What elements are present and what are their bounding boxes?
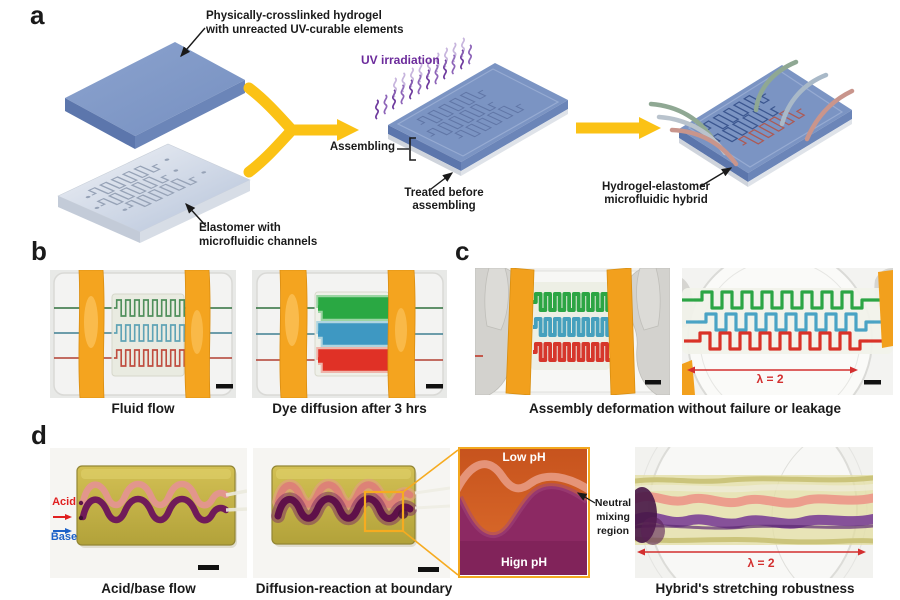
process-arrow-icon xyxy=(576,117,661,139)
panel-a-schematic xyxy=(57,27,855,243)
photo-stretch-robustness xyxy=(635,447,873,578)
uv-irradiation-label: UV irradiation xyxy=(361,53,440,67)
scale-bar xyxy=(864,380,881,385)
tape-strips xyxy=(78,270,211,398)
base-label: Base xyxy=(50,531,78,543)
inset-ph-boundary xyxy=(458,447,590,578)
assembling-label: Assembling xyxy=(329,141,395,153)
panel-d-label: d xyxy=(31,420,47,450)
zoom-box xyxy=(363,490,405,533)
stretch-arrow-icon xyxy=(637,548,866,556)
neutral-region-line2: mixing xyxy=(596,511,630,523)
stretched-hybrid-layers xyxy=(635,475,873,545)
scale-bar xyxy=(426,384,443,389)
outlet-tubes xyxy=(225,489,247,512)
caption-fluid-flow: Fluid flow xyxy=(111,401,175,416)
panel-a-label: a xyxy=(30,0,45,30)
acid-base-channels xyxy=(79,480,230,524)
photo-diffusion-reaction xyxy=(253,448,450,578)
assembled-slab xyxy=(388,63,568,176)
diffused-acid-base-channels xyxy=(271,478,417,526)
photo-deformation-bend xyxy=(475,268,670,395)
photo-dye-diffusion xyxy=(252,270,447,398)
panel-c-label: c xyxy=(455,236,470,266)
elastomer-annotation-line1: Elastomer with xyxy=(199,222,281,234)
panel-b-label: b xyxy=(31,236,47,266)
hybrid-slab xyxy=(648,59,855,187)
merge-arrow-icon xyxy=(243,82,359,178)
stretch-arrow-icon xyxy=(687,366,858,374)
stretch-ratio-d: λ = 2 xyxy=(747,556,775,570)
scale-bar xyxy=(198,565,219,570)
treated-annotation-line1: Treated before xyxy=(404,187,484,199)
tape-strips xyxy=(682,270,893,395)
hydrogel-slab xyxy=(65,42,245,149)
hybrid-annotation-line1: Hydrogel-elastomer xyxy=(601,181,710,193)
acid-label: Acid xyxy=(52,496,76,508)
scale-bar xyxy=(418,567,439,572)
elastomer-annotation-line2: microfluidic channels xyxy=(199,236,318,248)
neutral-region-line3: region xyxy=(596,525,630,537)
photo-deformation-stretch xyxy=(682,268,893,395)
diffused-channels xyxy=(318,300,396,368)
gloved-hands xyxy=(475,268,670,395)
treated-annotation-line2: assembling xyxy=(412,200,476,212)
caption-dye-diffusion: Dye diffusion after 3 hrs xyxy=(272,401,427,416)
hybrid-tubes xyxy=(648,59,855,167)
tape-strips xyxy=(505,268,636,395)
stretch-ratio-c: λ = 2 xyxy=(756,372,784,386)
microchannels xyxy=(531,292,618,362)
photo-acid-base-flow xyxy=(50,448,247,578)
photo-fluid-flow xyxy=(50,270,236,398)
base-arrow-icon xyxy=(53,528,72,534)
high-ph-label: Hign pH xyxy=(501,555,547,569)
tape-strips xyxy=(279,270,416,398)
acid-arrow-icon xyxy=(53,514,72,520)
annotation-arrows xyxy=(180,27,733,227)
scale-bar xyxy=(216,384,233,389)
hybrid-annotation-line2: microfluidic hybrid xyxy=(604,194,708,206)
low-ph-label: Low pH xyxy=(502,450,546,464)
caption-deformation: Assembly deformation without failure or … xyxy=(528,401,842,416)
caption-stretch-robustness: Hybrid's stretching robustness xyxy=(655,581,855,596)
caption-acid-base: Acid/base flow xyxy=(101,581,196,596)
hydrogel-annotation-line1: Physically-crosslinked hydrogel xyxy=(206,10,382,22)
scale-bar xyxy=(645,380,661,385)
hydrogel-annotation-line2: with unreacted UV-curable elements xyxy=(206,24,404,36)
neutral-region-line1: Neutral xyxy=(594,497,632,509)
caption-diffusion-reaction: Diffusion-reaction at boundary xyxy=(255,581,453,596)
